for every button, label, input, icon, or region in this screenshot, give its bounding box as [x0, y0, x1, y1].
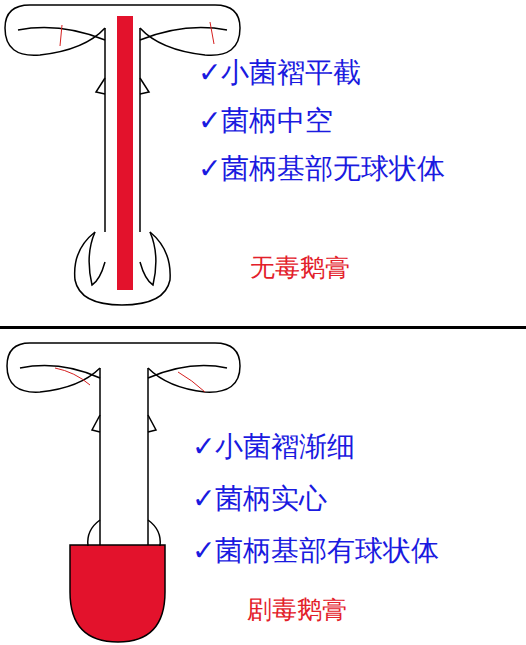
- ring: [96, 78, 105, 94]
- gill-mark: [60, 25, 62, 46]
- stem-line: [104, 28, 106, 240]
- feature-item: ✓菌柄基部有球状体: [192, 536, 439, 567]
- verdict-label: 剧毒鹅膏: [247, 596, 347, 624]
- gill-mark: [210, 22, 214, 44]
- ring: [92, 415, 100, 432]
- hollow-stem-mark: [117, 16, 133, 290]
- feature-item: ✓小菌褶平截: [198, 58, 361, 89]
- feature-item: ✓小菌褶渐细: [192, 432, 355, 463]
- basal-bulb: [70, 545, 165, 642]
- volva-rim: [88, 520, 161, 546]
- stem-line: [147, 368, 149, 545]
- cap-outline: [7, 343, 240, 392]
- ring: [140, 78, 149, 94]
- stem-line: [99, 368, 101, 545]
- verdict-label: 无毒鹅膏: [250, 254, 350, 282]
- gill-mark: [55, 368, 90, 385]
- feature-item: ✓菌柄基部无球状体: [198, 154, 445, 185]
- gill-mark: [178, 372, 205, 392]
- volva-flap: [89, 232, 105, 285]
- gill-line: [148, 366, 227, 378]
- feature-item: ✓菌柄中空: [198, 106, 333, 137]
- volva-flap: [140, 232, 156, 285]
- feature-item: ✓菌柄实心: [192, 484, 327, 515]
- volva-flap: [88, 520, 100, 546]
- divider-line: [0, 326, 526, 329]
- ring: [148, 415, 156, 432]
- stem-line: [139, 28, 141, 240]
- gill-line: [140, 28, 227, 40]
- gill-line: [20, 366, 100, 378]
- volva-flap: [148, 520, 160, 546]
